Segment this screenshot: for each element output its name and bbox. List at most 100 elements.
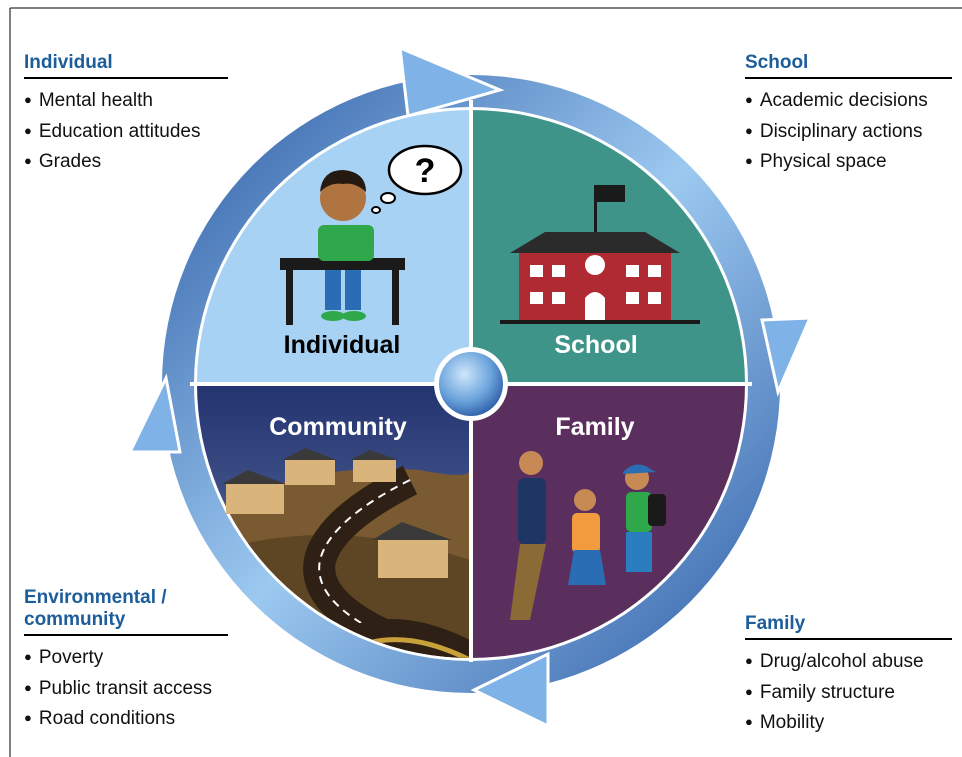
list-item: ●Academic decisions <box>745 90 928 111</box>
label-community: Community <box>269 413 407 441</box>
boy-shirt <box>626 492 652 532</box>
parent-jacket <box>518 478 546 544</box>
house-body <box>285 460 335 485</box>
list-item: ●Public transit access <box>24 677 213 699</box>
bullet-icon: ● <box>745 122 753 138</box>
panel-title: Environmental /community <box>24 587 167 630</box>
factor-list: ●Academic decisions ●Disciplinary action… <box>745 85 952 177</box>
bullet-icon: ● <box>745 683 753 699</box>
student-shirt <box>318 225 374 261</box>
center-hub <box>439 352 503 416</box>
house-body <box>226 484 284 514</box>
student-shoe-right <box>342 311 366 321</box>
label-family: Family <box>555 413 634 441</box>
question-mark: ? <box>415 152 436 190</box>
bullet-icon: ● <box>24 122 32 138</box>
label-individual: Individual <box>284 331 401 359</box>
house-roof <box>372 522 452 540</box>
panel-rule <box>24 634 228 636</box>
house-body <box>353 460 396 482</box>
factor-list: ●Mental health ●Education attitudes ●Gra… <box>24 85 228 177</box>
bullet-icon: ● <box>24 153 32 168</box>
student-leg-right <box>345 270 361 310</box>
boy-pants <box>626 532 652 572</box>
school-ground <box>500 320 700 324</box>
arrowhead-top <box>398 45 505 118</box>
bullet-icon: ● <box>24 649 32 664</box>
house-body <box>378 540 448 578</box>
panel-environment: Environmental /community ●Poverty ●Publi… <box>24 587 228 734</box>
school-window <box>626 292 639 304</box>
list-item: ●Physical space <box>745 151 887 172</box>
panel-rule <box>24 77 228 79</box>
arrowhead-right <box>760 316 813 397</box>
house-roof <box>282 448 337 460</box>
panel-title: Individual <box>24 52 113 73</box>
girl-skirt <box>568 550 606 585</box>
panel-school: School ●Academic decisions ●Disciplinary… <box>745 52 952 177</box>
panel-rule <box>745 638 952 640</box>
school-clock <box>585 255 605 275</box>
parent-head <box>519 451 543 475</box>
desk-leg-left <box>286 270 293 325</box>
school-illustration <box>500 185 700 324</box>
panel-family: Family ●Drug/alcohol abuse ●Family struc… <box>745 613 952 738</box>
school-window <box>648 292 661 304</box>
parent-legs <box>510 544 546 620</box>
list-item: ●Road conditions <box>24 708 176 729</box>
school-flag <box>597 185 625 202</box>
flag-pole <box>594 185 597 233</box>
list-item: ●Grades <box>24 151 102 172</box>
girl-head <box>574 489 596 511</box>
student-illustration <box>280 170 405 325</box>
label-school: School <box>554 331 637 359</box>
thought-cloud <box>387 144 463 196</box>
bullet-icon: ● <box>745 653 753 668</box>
list-item: ●Poverty <box>24 647 104 668</box>
thought-dot-2 <box>371 206 381 214</box>
school-window <box>552 265 565 277</box>
bullet-icon: ● <box>745 92 753 107</box>
bullet-icon: ● <box>24 92 32 107</box>
desk-leg-right <box>392 270 399 325</box>
panel-rule <box>745 77 952 79</box>
arrowhead-bottom <box>470 651 550 729</box>
student-head <box>320 175 366 221</box>
house-roof <box>222 470 286 484</box>
boy-cap <box>623 464 656 474</box>
student-leg-left <box>325 270 341 310</box>
house-roof <box>350 450 398 460</box>
factor-list: ●Poverty ●Public transit access ●Road co… <box>24 642 228 734</box>
list-item: ●Family structure <box>745 681 895 703</box>
list-item: ●Mental health <box>24 90 153 111</box>
list-item: ●Education attitudes <box>24 120 201 142</box>
list-item: ●Mobility <box>745 712 825 733</box>
school-window <box>530 292 543 304</box>
thought-dot-1 <box>380 192 396 204</box>
bullet-icon: ● <box>745 153 753 168</box>
panel-title: School <box>745 52 809 73</box>
school-window <box>648 265 661 277</box>
student-hair <box>320 170 366 192</box>
school-window <box>626 265 639 277</box>
factor-list: ●Drug/alcohol abuse ●Family structure ●M… <box>745 646 952 738</box>
school-window <box>530 265 543 277</box>
houses-illustration <box>222 448 452 578</box>
bullet-icon: ● <box>745 714 753 729</box>
bullet-icon: ● <box>24 679 32 695</box>
thought-bubble: ? <box>371 144 463 214</box>
student-shoe-left <box>321 311 345 321</box>
list-item: ●Drug/alcohol abuse <box>745 651 924 672</box>
girl-backpack <box>572 513 600 553</box>
family-illustration <box>510 451 666 620</box>
panel-title: Family <box>745 613 806 634</box>
boy-backpack <box>648 494 666 526</box>
school-roof <box>510 232 680 253</box>
arrowhead-left <box>127 373 182 454</box>
panel-individual: Individual ●Mental health ●Education att… <box>24 52 228 177</box>
school-window <box>552 292 565 304</box>
desk-top <box>280 258 405 270</box>
bullet-icon: ● <box>24 710 32 725</box>
